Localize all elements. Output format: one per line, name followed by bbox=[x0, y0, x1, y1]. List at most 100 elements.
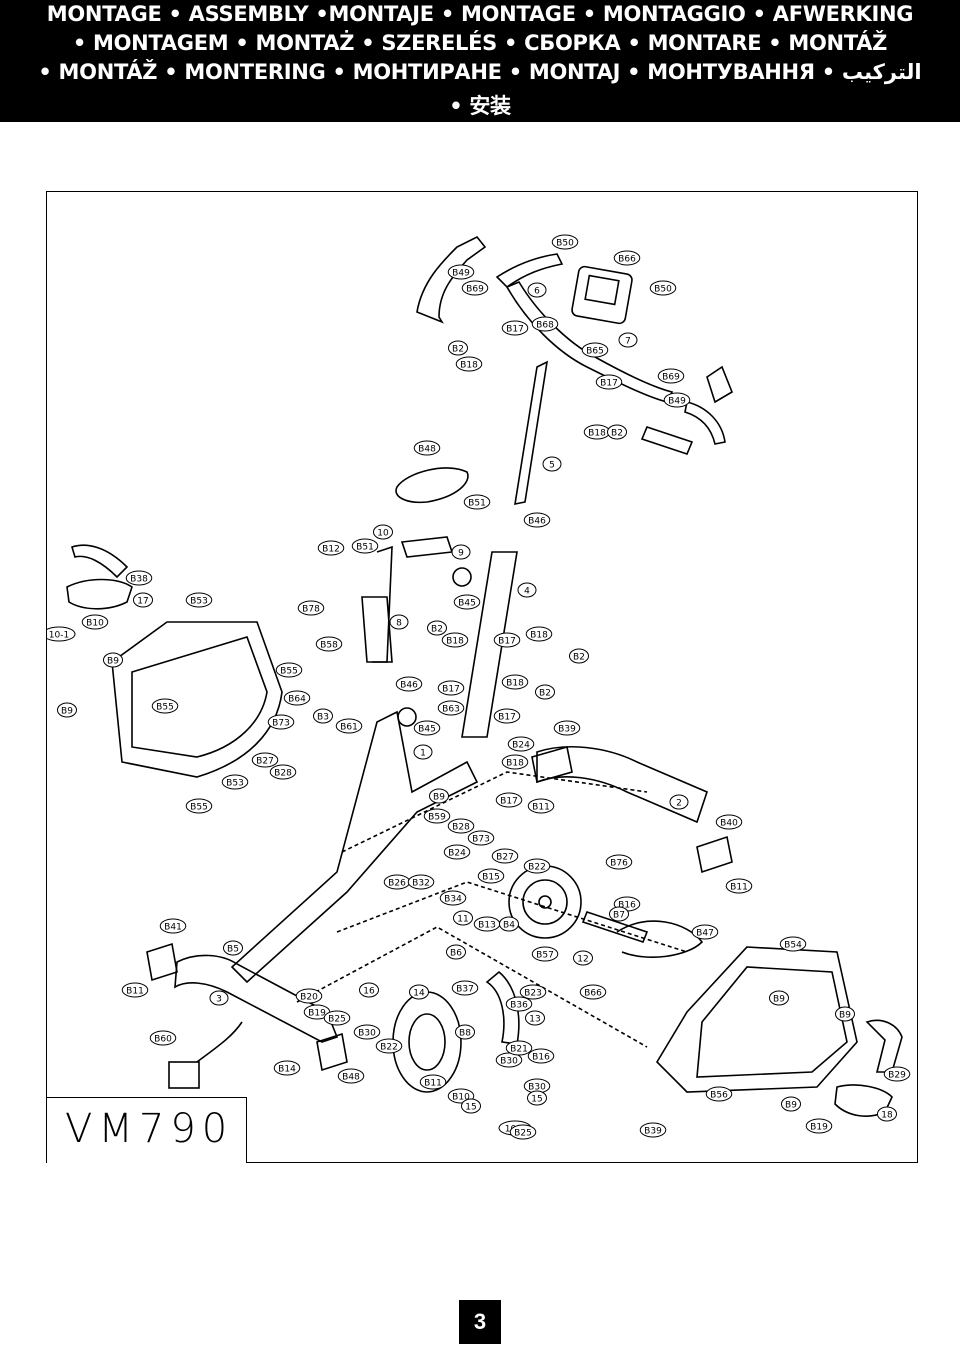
callout-bubble bbox=[448, 340, 468, 356]
callout-label: 2 bbox=[676, 799, 682, 809]
callout-label: B6 bbox=[450, 949, 462, 959]
part-callout: B19 bbox=[805, 1118, 833, 1134]
callout-label: B45 bbox=[418, 725, 436, 735]
part-callout: B14 bbox=[273, 1060, 301, 1076]
callout-bubble bbox=[649, 280, 677, 296]
callout-label: B17 bbox=[442, 685, 460, 695]
model-number: VM790 bbox=[65, 1106, 234, 1152]
part-callout: B12 bbox=[317, 540, 345, 556]
callout-bubble bbox=[493, 632, 521, 648]
callout-bubble bbox=[447, 818, 475, 834]
part-callout: B26 bbox=[383, 874, 411, 890]
callout-label: B21 bbox=[510, 1045, 528, 1055]
part-callout: B73 bbox=[467, 830, 495, 846]
callout-bubble bbox=[451, 544, 471, 560]
callout-label: B23 bbox=[524, 989, 542, 999]
callout-bubble bbox=[185, 592, 213, 608]
part-callout: B24 bbox=[443, 844, 471, 860]
part-callout: B39 bbox=[639, 1122, 667, 1138]
part-callout: B47 bbox=[691, 924, 719, 940]
part-callout: B41 bbox=[159, 918, 187, 934]
callout-bubble bbox=[579, 984, 607, 1000]
callout-bubble bbox=[769, 990, 789, 1006]
part-callout: B20 bbox=[295, 988, 323, 1004]
callout-bubble bbox=[531, 316, 559, 332]
part-callout: B57 bbox=[531, 946, 559, 962]
callout-label: B55 bbox=[156, 703, 174, 713]
callout-label: B61 bbox=[340, 723, 358, 733]
handlebar-right-lower bbox=[640, 426, 694, 455]
callout-label: B28 bbox=[452, 823, 470, 833]
callout-label: B18 bbox=[530, 631, 548, 641]
callout-label: B46 bbox=[400, 681, 418, 691]
part-callout: B21 bbox=[505, 1040, 533, 1056]
part-callout: B18 bbox=[441, 632, 469, 648]
callout-bubble bbox=[715, 814, 743, 830]
callout-label: 15 bbox=[531, 1095, 542, 1105]
power-adapter bbox=[168, 1061, 200, 1089]
part-callout: B17 bbox=[493, 632, 521, 648]
callout-label: B2 bbox=[452, 345, 464, 355]
callout-label: 4 bbox=[524, 587, 530, 597]
callout-bubble bbox=[618, 332, 638, 348]
callout-bubble bbox=[461, 280, 489, 296]
callout-bubble bbox=[463, 494, 491, 510]
callout-bubble bbox=[551, 234, 579, 250]
callout-label: B49 bbox=[452, 269, 470, 279]
callout-label: B3 bbox=[317, 713, 329, 723]
callout-bubble bbox=[121, 982, 149, 998]
seat bbox=[395, 467, 469, 504]
callout-bubble bbox=[553, 720, 581, 736]
callout-label: B55 bbox=[190, 803, 208, 813]
callout-bubble bbox=[531, 946, 559, 962]
part-callout: B36 bbox=[505, 996, 533, 1012]
seat-knob bbox=[397, 707, 417, 727]
callout-label: B66 bbox=[618, 255, 636, 265]
left-cover bbox=[111, 621, 283, 778]
callout-bubble bbox=[507, 736, 535, 752]
part-callout: B48 bbox=[337, 1068, 365, 1084]
callout-label: B17 bbox=[506, 325, 524, 335]
callout-label: B38 bbox=[130, 575, 148, 585]
callout-label: B37 bbox=[456, 985, 474, 995]
callout-label: B30 bbox=[528, 1083, 546, 1093]
callout-bubble bbox=[251, 752, 279, 768]
callout-bubble bbox=[395, 676, 423, 692]
belt bbox=[616, 920, 704, 958]
part-callout: B45 bbox=[413, 720, 441, 736]
callout-label: 3 bbox=[216, 995, 222, 1005]
part-callout: B11 bbox=[527, 798, 555, 814]
part-callout: B23 bbox=[519, 984, 547, 1000]
part-callout: B17 bbox=[595, 374, 623, 390]
callout-bubble bbox=[523, 512, 551, 528]
callout-label: B11 bbox=[424, 1079, 442, 1089]
callout-label: B41 bbox=[164, 923, 182, 933]
callout-label: B30 bbox=[500, 1057, 518, 1067]
handlebar-right-grip bbox=[706, 365, 733, 404]
foot-cap-front-right bbox=[696, 835, 733, 874]
part-callout: B53 bbox=[221, 774, 249, 790]
part-callout: 6 bbox=[527, 282, 547, 298]
part-callout: B53 bbox=[185, 592, 213, 608]
callout-bubble bbox=[501, 320, 529, 336]
part-callout: 16 bbox=[359, 982, 379, 998]
part-callout: B60 bbox=[149, 1030, 177, 1046]
callout-label: 14 bbox=[413, 989, 425, 999]
callout-bubble bbox=[499, 916, 519, 932]
part-callout: B7 bbox=[609, 906, 629, 922]
handlebar-right-arm bbox=[505, 280, 674, 403]
callout-bubble bbox=[527, 282, 547, 298]
callout-label: B32 bbox=[412, 879, 430, 889]
seat-slider bbox=[400, 536, 454, 558]
callout-label: 1 bbox=[420, 749, 426, 759]
part-callout: B29 bbox=[883, 1066, 911, 1082]
page-number: 3 bbox=[459, 1300, 501, 1344]
callout-bubble bbox=[149, 1030, 177, 1046]
callout-bubble bbox=[595, 374, 623, 390]
model-box: VM790 bbox=[47, 1097, 247, 1163]
callout-label: B18 bbox=[460, 361, 478, 371]
callout-bubble bbox=[151, 698, 179, 714]
title-banner: MONTAGE • ASSEMBLY •MONTAJE • MONTAGE • … bbox=[0, 0, 960, 122]
callout-bubble bbox=[525, 626, 553, 642]
part-callout: 3 bbox=[209, 990, 229, 1006]
